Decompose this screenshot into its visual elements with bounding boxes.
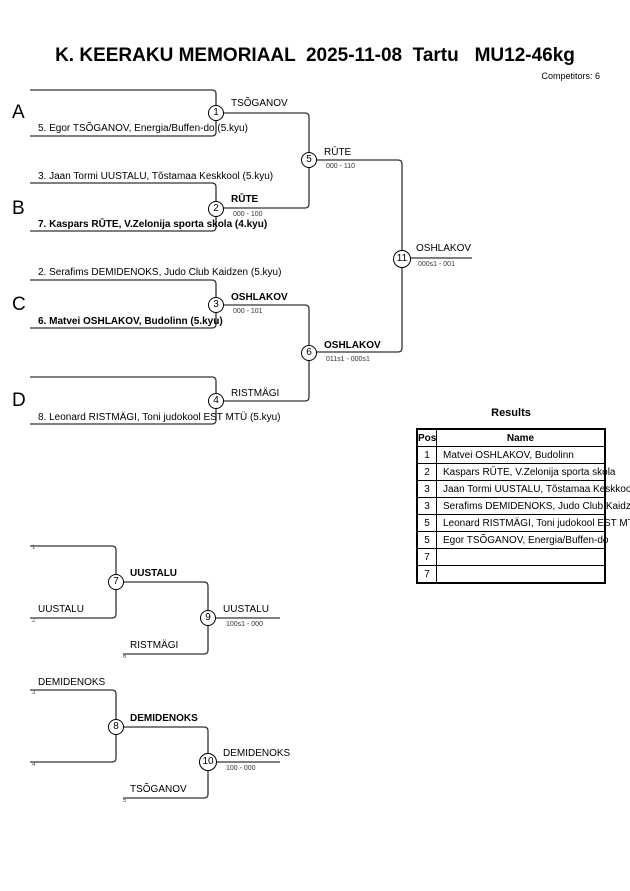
- name-cell: Egor TSÕGANOV, Energia/Buffen-do: [436, 531, 608, 549]
- slot-number: 2: [32, 618, 36, 624]
- page-title: K. KEERAKU MEMORIAAL 2025-11-08 Tartu MU…: [55, 45, 575, 66]
- pos-cell: 5: [416, 531, 437, 549]
- match-score: 100s1 - 000: [226, 621, 263, 628]
- match-number: 4: [208, 393, 224, 409]
- table-row: 7: [416, 548, 606, 566]
- match-number: 11: [393, 250, 411, 268]
- name-cell: [436, 565, 606, 584]
- pos-cell: 2: [416, 463, 437, 481]
- match-winner: OSHLAKOV: [231, 292, 288, 303]
- competitor-entry: 8. Leonard RISTMÄGI, Toni judokool EST M…: [38, 412, 281, 423]
- repechage-entry: RISTMÄGI: [130, 640, 179, 651]
- match-number: 10: [199, 753, 217, 771]
- column-header: Name: [436, 428, 606, 447]
- name-cell: Serafims DEMIDENOKS, Judo Club Kaidzen: [436, 497, 630, 515]
- pos-cell: 3: [416, 480, 437, 498]
- repechage-entry: DEMIDENOKS: [38, 677, 106, 688]
- pos-cell: 7: [416, 548, 437, 566]
- match-number: 8: [108, 719, 124, 735]
- name-cell: Leonard RISTMÄGI, Toni judokool EST MTÜ: [436, 514, 630, 532]
- match-winner: TSÕGANOV: [231, 98, 288, 109]
- match-winner: UUSTALU: [223, 604, 269, 615]
- match-number: 6: [301, 345, 317, 361]
- competitor-entry: 7. Kaspars RŪTE, V.Zelonija sporta skola…: [38, 219, 268, 230]
- match-number: 1: [208, 105, 224, 121]
- pool-label: C: [12, 294, 26, 315]
- competitor-entry: 5. Egor TSÕGANOV, Energia/Buffen-do (5.k…: [38, 123, 248, 134]
- competitor-entry: 2. Serafims DEMIDENOKS, Judo Club Kaidze…: [38, 267, 282, 278]
- match-winner: OSHLAKOV: [324, 340, 381, 351]
- slot-number: 5: [123, 798, 127, 804]
- pool-label: A: [12, 102, 25, 123]
- match-score: 100 - 000: [226, 765, 256, 772]
- name-cell: Matvei OSHLAKOV, Budolinn: [436, 446, 606, 464]
- match-score: 000 - 110: [326, 163, 356, 170]
- match-score: 000 - 101: [233, 308, 263, 315]
- match-winner: RŪTE: [231, 194, 259, 205]
- match-number: 9: [200, 610, 216, 626]
- table-row: 7: [416, 565, 606, 584]
- match-number: 2: [208, 201, 224, 217]
- match-number: 7: [108, 574, 124, 590]
- competitors-count: Competitors: 6: [541, 71, 600, 81]
- repechage-entry: UUSTALU: [38, 604, 84, 615]
- pool-label: D: [12, 390, 26, 411]
- name-cell: Kaspars RŪTE, V.Zelonija sporta skola: [436, 463, 616, 481]
- slot-number: 6: [123, 654, 127, 660]
- match-winner: DEMIDENOKS: [223, 748, 291, 759]
- repechage-entry: TSÕGANOV: [130, 784, 187, 795]
- match-number: 3: [208, 297, 224, 313]
- match-winner: RŪTE: [324, 147, 352, 158]
- match-winner: OSHLAKOV: [416, 243, 472, 254]
- pool-label: B: [12, 198, 25, 219]
- match-score: 000 - 100: [233, 211, 263, 218]
- column-header: Pos: [416, 428, 437, 447]
- pos-cell: 5: [416, 514, 437, 532]
- name-cell: [436, 548, 606, 566]
- slot-number: 3: [32, 690, 36, 696]
- slot-number: 1: [32, 545, 36, 551]
- match-winner: DEMIDENOKS: [130, 713, 198, 724]
- slot-number: 4: [32, 762, 36, 768]
- name-cell: Jaan Tormi UUSTALU, Tõstamaa Keskkool: [436, 480, 630, 498]
- competitor-entry: 6. Matvei OSHLAKOV, Budolinn (5.kyu): [38, 316, 223, 327]
- match-winner: UUSTALU: [130, 568, 178, 579]
- match-score: 000s1 - 001: [418, 261, 455, 268]
- match-winner: RISTMÄGI: [231, 388, 280, 399]
- pos-cell: 7: [416, 565, 437, 584]
- results-title: Results: [491, 407, 531, 419]
- competitor-entry: 3. Jaan Tormi UUSTALU, Tõstamaa Keskkool…: [38, 171, 274, 182]
- match-score: 011s1 - 000s1: [326, 356, 370, 363]
- pos-cell: 1: [416, 446, 437, 464]
- match-number: 5: [301, 152, 317, 168]
- pos-cell: 3: [416, 497, 437, 515]
